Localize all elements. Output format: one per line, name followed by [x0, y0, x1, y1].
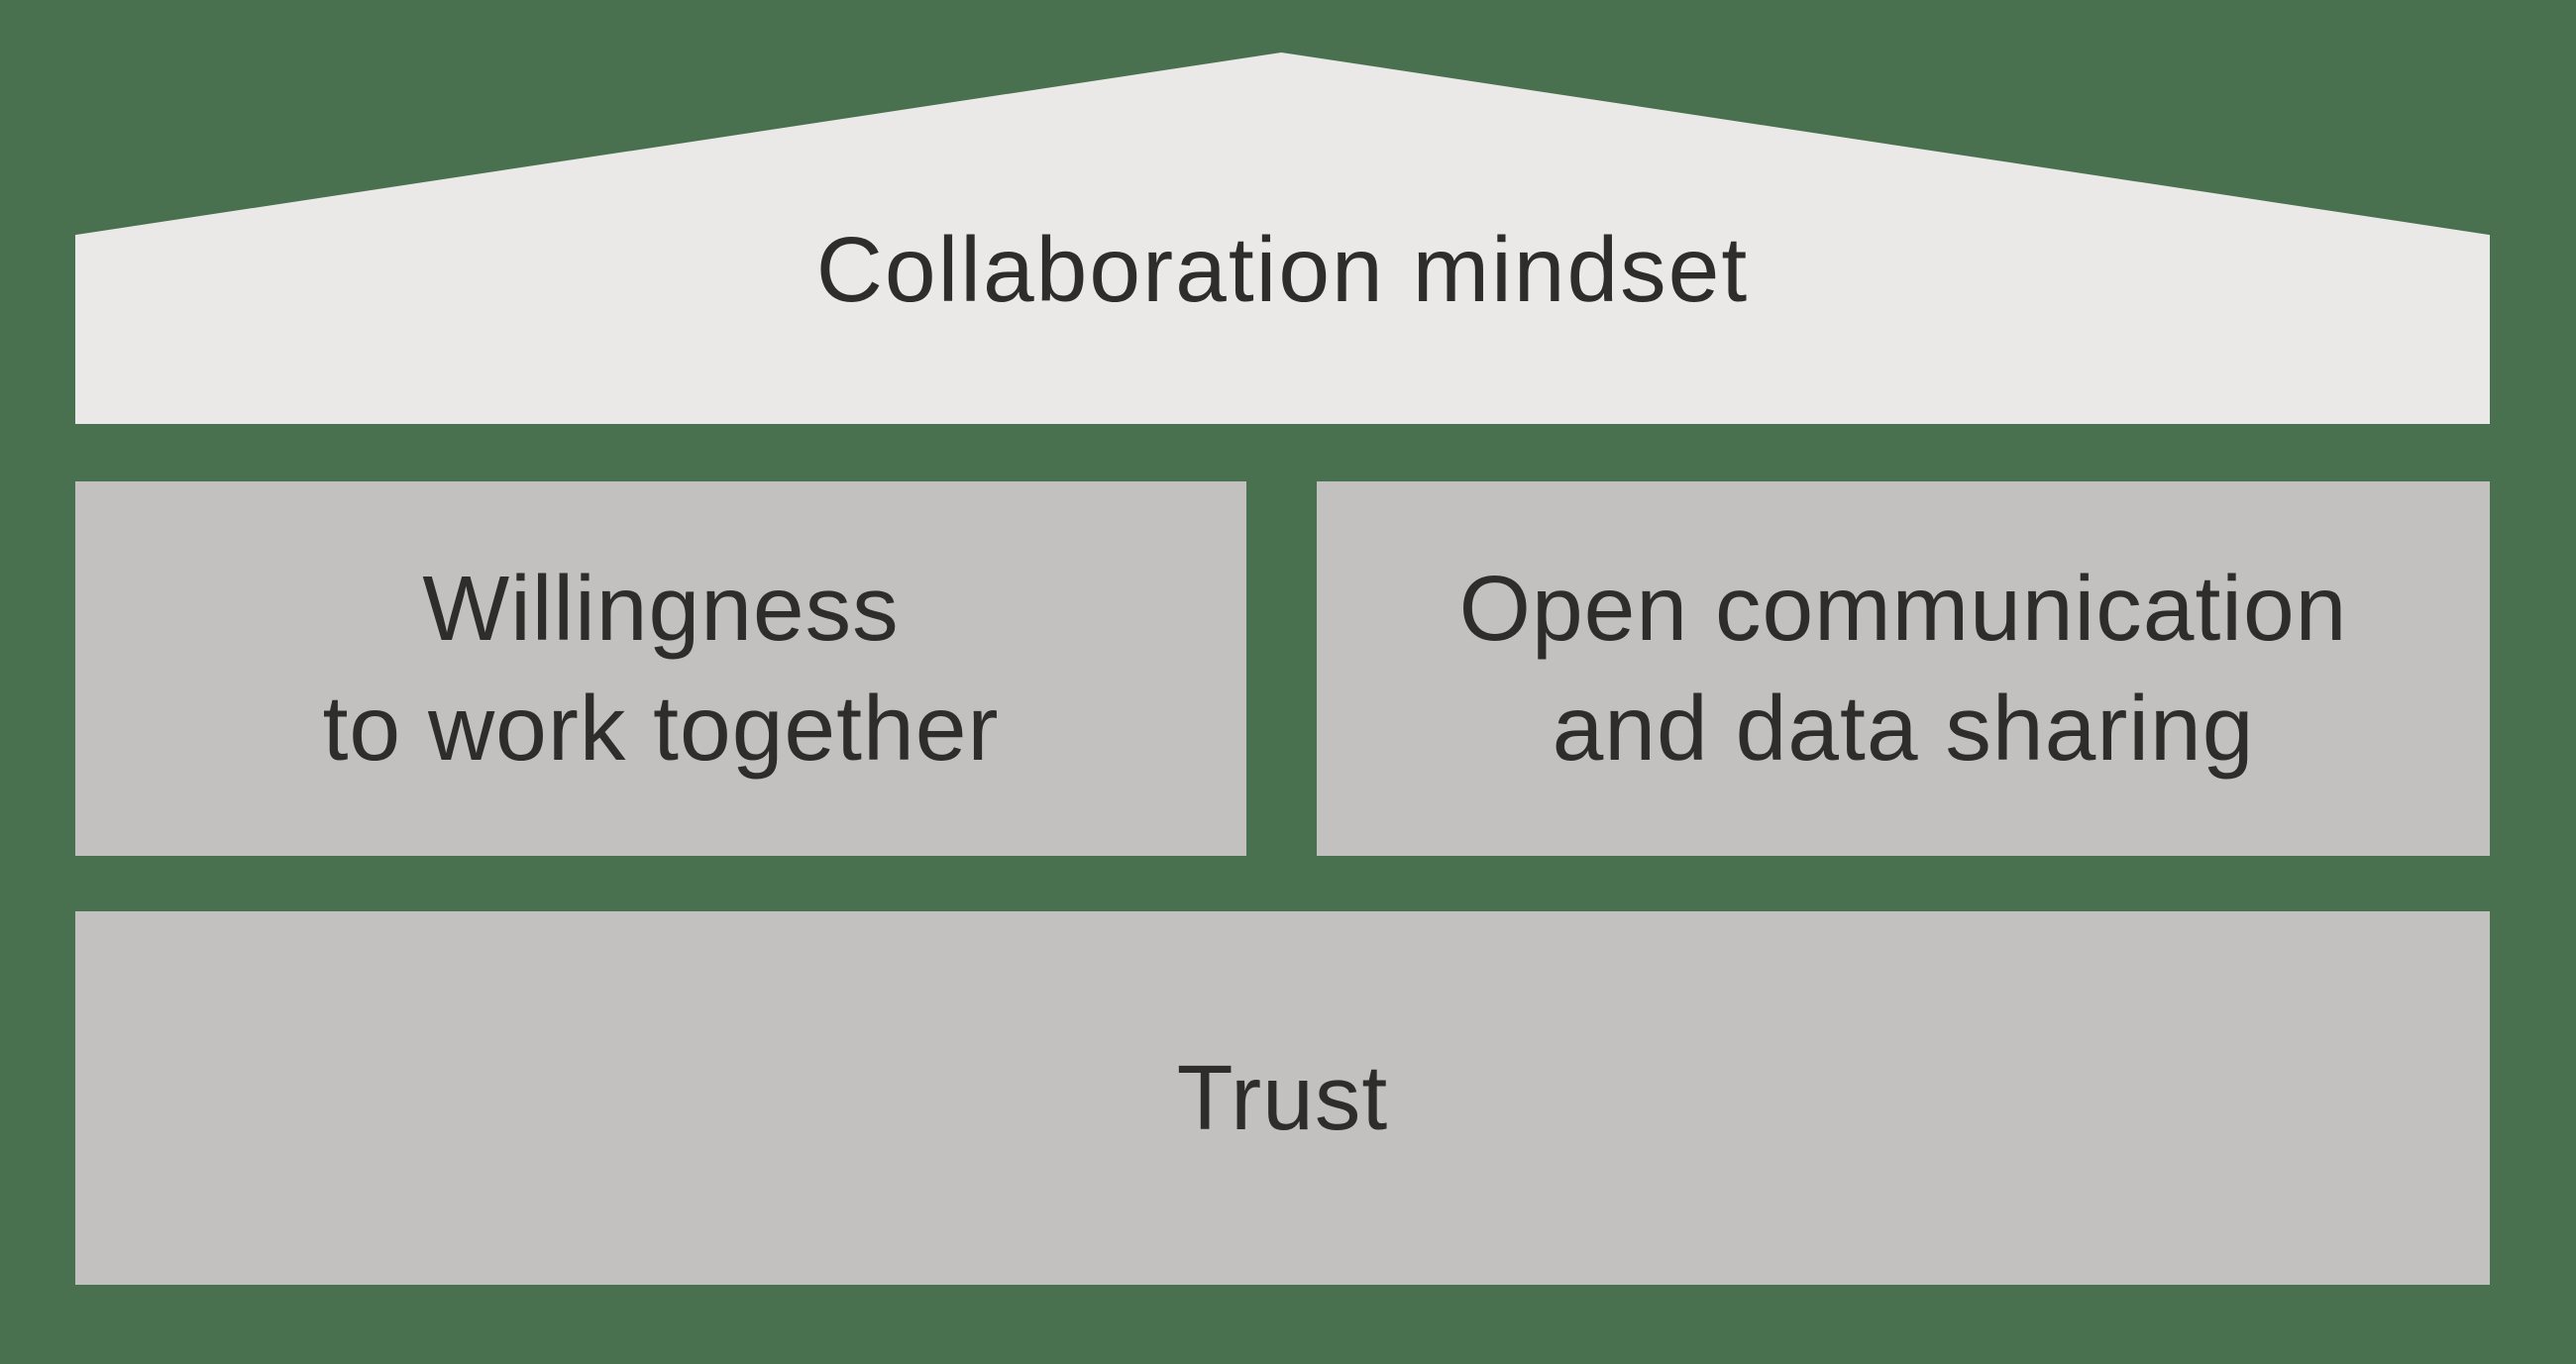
pillar-willingness-to-work-together: Willingness to work together [75, 481, 1246, 856]
pillar-open-communication-data-sharing: Open communication and data sharing [1317, 481, 2490, 856]
pillar-label-line-1: Open communication [1458, 557, 2348, 660]
roof-label: Collaboration mindset [815, 217, 1750, 321]
pillar-label-line-1: Willingness [422, 557, 900, 660]
foundation-label: Trust [1176, 1046, 1389, 1150]
foundation-trust: Trust [75, 911, 2490, 1285]
pillar-label-line-2: to work together [322, 677, 1000, 780]
pillar-label-line-2: and data sharing [1552, 677, 2255, 780]
roof-collaboration-mindset: Collaboration mindset [75, 52, 2490, 424]
